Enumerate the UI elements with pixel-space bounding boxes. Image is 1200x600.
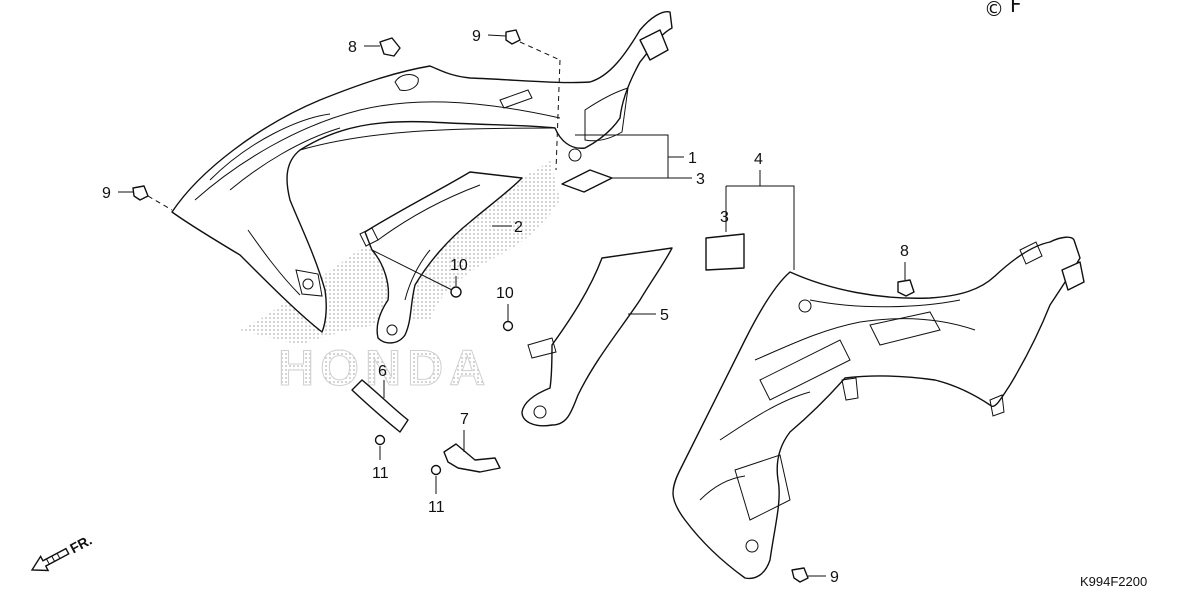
fastener-8-right	[897, 279, 915, 297]
part-1-left-shroud	[171, 11, 673, 333]
inner-panel-tab	[359, 227, 379, 247]
side-bracket-lip	[527, 337, 557, 359]
callout-9-left: 9	[102, 185, 111, 202]
left-shroud-crease-2	[229, 127, 341, 191]
left-shroud-top-grommet	[394, 74, 419, 91]
right-shroud-crease-3	[719, 391, 811, 441]
inner-panel-foot-hole	[386, 324, 398, 336]
callout-10-b: 10	[496, 285, 514, 302]
inner-panel-outline	[364, 171, 523, 344]
left-shroud-crease-1	[194, 101, 561, 201]
screw-10-b-icon	[502, 320, 514, 332]
front-direction-indicator: FR.	[30, 532, 95, 572]
right-shroud-lower-tab	[989, 394, 1005, 417]
callout-3-left: 3	[696, 171, 705, 188]
callout-7: 7	[460, 411, 469, 428]
part-4-right-shroud	[672, 236, 1085, 580]
right-shroud-hole-bottom	[745, 539, 759, 553]
right-shroud-graphic-4	[699, 475, 746, 501]
front-arrow-hatch-2	[51, 555, 56, 562]
callout-9-top: 9	[472, 28, 481, 45]
callout-4: 4	[754, 151, 763, 168]
left-shroud-bracket-a	[499, 89, 533, 109]
leader-10-a-dash	[371, 249, 453, 291]
right-shroud-mid-tab	[841, 377, 859, 401]
fastener-10-a	[450, 286, 462, 298]
part-5-side-bracket	[521, 247, 673, 427]
callout-8-top: 8	[348, 39, 357, 56]
leader-9-left-dash	[147, 195, 173, 211]
leader-9-top-dash-b	[555, 59, 561, 171]
right-shroud-outline	[672, 236, 1081, 580]
leader-4-bracket	[726, 185, 795, 270]
right-shroud-crease-1	[809, 299, 961, 308]
leader-9-top-dash-a	[519, 41, 561, 61]
right-shroud-clip	[1061, 261, 1085, 291]
callout-5: 5	[660, 307, 669, 324]
front-direction-label: FR.	[67, 532, 94, 557]
callout-8-right: 8	[900, 243, 909, 260]
screw-11-a-icon	[374, 434, 386, 446]
right-shroud-graphic-2	[869, 311, 941, 346]
left-shroud-inner-edge	[299, 127, 556, 151]
fastener-11-a	[374, 434, 386, 446]
left-shroud-rear-clip	[639, 29, 669, 61]
fastener-9-left	[132, 185, 149, 201]
callout-2: 2	[514, 219, 523, 236]
front-arrow-hatch-3	[56, 553, 61, 559]
side-bracket-outline	[521, 247, 673, 427]
part-6-small-bracket	[351, 379, 409, 433]
copyright-fragment: F	[1010, 0, 1022, 17]
leader-9-top	[487, 34, 507, 37]
fastener-8-top	[379, 37, 401, 57]
part-7-small-bracket	[443, 443, 501, 473]
clip-8-right-icon	[897, 279, 915, 297]
part-3-label-left	[561, 169, 613, 193]
callout-10-a: 10	[450, 257, 468, 274]
right-shroud-graphic-3	[734, 454, 791, 521]
callout-9-bottom: 9	[830, 569, 839, 586]
copyright-mark: ©	[984, 0, 1004, 21]
callouts: 1 2 3 3 4 5 6 7 8 8 9 9 9 10 10 11 11	[102, 28, 909, 586]
right-shroud-tab	[1019, 241, 1043, 265]
callout-1: 1	[688, 150, 697, 167]
fastener-9-top	[505, 29, 521, 45]
fastener-10-b	[502, 320, 514, 332]
left-shroud-crease-4	[209, 113, 331, 181]
diagram-part-code: K994F2200	[1080, 574, 1147, 589]
part-3-label-right	[705, 233, 745, 271]
callout-6: 6	[378, 363, 387, 380]
bolt-9-bottom-icon	[791, 567, 809, 583]
right-shroud-hole-top	[798, 299, 812, 313]
fastener-11-b	[430, 464, 442, 476]
callout-3-right: 3	[720, 209, 729, 226]
side-bracket-hole	[533, 405, 547, 419]
screw-10-a-icon	[450, 286, 462, 298]
left-shroud-crease-3	[247, 229, 301, 296]
screw-11-b-icon	[430, 464, 442, 476]
bolt-9-left-icon	[132, 185, 149, 201]
front-arrow-hatch-1	[46, 558, 50, 565]
front-arrow-icon	[30, 547, 70, 572]
left-shroud-mount-hole	[302, 278, 314, 290]
clip-8-icon	[379, 37, 401, 57]
inner-panel-rib	[377, 184, 481, 241]
callout-11-b: 11	[428, 499, 445, 516]
callout-11-a: 11	[372, 465, 389, 482]
fastener-9-bottom	[791, 567, 809, 583]
left-shroud-mount-tab	[295, 269, 323, 297]
left-shroud-rear-panel	[584, 87, 629, 142]
watermark-text: HONDA	[278, 340, 491, 396]
right-shroud-graphic-1	[759, 339, 851, 401]
bolt-9-top-icon	[505, 29, 521, 45]
right-shroud-crease-2	[754, 318, 976, 361]
leader-lines	[118, 34, 906, 577]
left-shroud-boss	[568, 148, 582, 162]
